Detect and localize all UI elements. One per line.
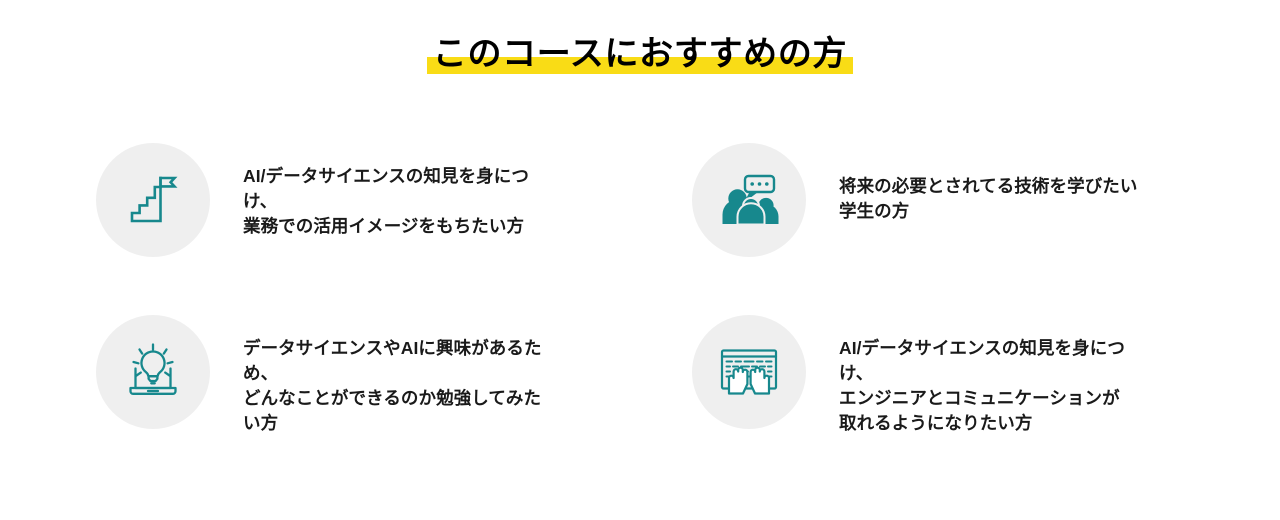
- icon-badge: [692, 315, 806, 429]
- audience-grid: AI/データサイエンスの知見を身につ け、 業務での活用イメージをもちたい方: [96, 143, 1196, 435]
- text-line: 将来の必要とされてる技術を学びたい: [839, 176, 1138, 196]
- audience-item-2-text: 将来の必要とされてる技術を学びたい 学生の方: [839, 143, 1191, 224]
- text-line: め、: [243, 362, 279, 383]
- grid-row: AI/データサイエンスの知見を身につ け、 業務での活用イメージをもちたい方: [96, 143, 1196, 257]
- page-title-container: このコースにおすすめの方: [0, 34, 1280, 75]
- icon-badge: [692, 143, 806, 257]
- grid-row: データサイエンスやAIに興味があるた め、 どんなことができるのか勉強してみた …: [96, 315, 1196, 435]
- text-line: い方: [243, 412, 279, 433]
- people-speech-bubble-icon: [716, 167, 782, 233]
- text-line: AI/データサイエンスの知見を身につ: [839, 338, 1125, 358]
- icon-badge: [96, 143, 210, 257]
- text-line: データサイエンスやAIに興味があるた: [243, 338, 542, 358]
- text-line: 学生の方: [839, 200, 910, 221]
- text-line: 取れるようになりたい方: [839, 412, 1033, 433]
- icon-badge: [96, 315, 210, 429]
- text-line: け、: [839, 362, 874, 383]
- audience-item-1-text: AI/データサイエンスの知見を身につ け、 業務での活用イメージをもちたい方: [243, 143, 593, 239]
- hands-keyboard-icon: [717, 340, 781, 404]
- stairs-flag-icon: [122, 169, 184, 231]
- page-title-text: このコースにおすすめの方: [432, 35, 848, 73]
- audience-item-4-text: AI/データサイエンスの知見を身につ け、 エンジニアとコミュニケーションが 取…: [839, 315, 1191, 435]
- audience-item-2: 将来の必要とされてる技術を学びたい 学生の方: [692, 143, 1196, 257]
- lightbulb-laptop-icon: [121, 340, 185, 404]
- audience-item-3: データサイエンスやAIに興味があるた め、 どんなことができるのか勉強してみた …: [96, 315, 692, 435]
- audience-item-1: AI/データサイエンスの知見を身につ け、 業務での活用イメージをもちたい方: [96, 143, 692, 257]
- text-line: 業務での活用イメージをもちたい方: [243, 215, 525, 236]
- text-line: AI/データサイエンスの知見を身につ: [243, 166, 529, 186]
- text-line: け、: [243, 190, 278, 211]
- audience-item-4: AI/データサイエンスの知見を身につ け、 エンジニアとコミュニケーションが 取…: [692, 315, 1196, 435]
- page-title: このコースにおすすめの方: [426, 34, 854, 75]
- audience-item-3-text: データサイエンスやAIに興味があるた め、 どんなことができるのか勉強してみた …: [243, 315, 593, 435]
- text-line: エンジニアとコミュニケーションが: [839, 387, 1120, 408]
- title-highlight-band: [426, 56, 854, 74]
- text-line: どんなことができるのか勉強してみた: [243, 387, 542, 408]
